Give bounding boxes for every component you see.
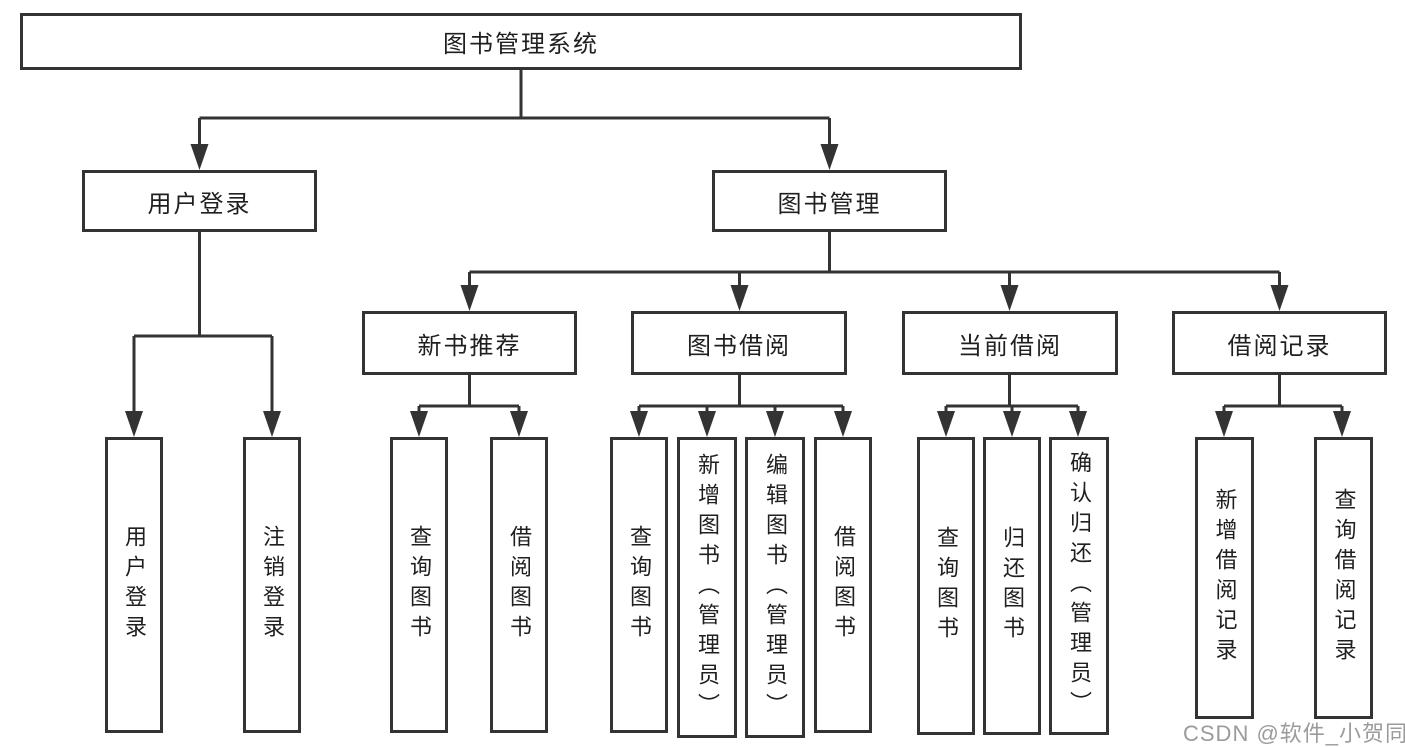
leaf-logout: 注销登录 (243, 437, 301, 733)
node-book-borrowing: 图书借阅 (631, 311, 847, 375)
csdn-watermark: CSDN @软件_小贺同学 (1183, 721, 1405, 746)
leaf-borrowing-edit-books-admin: 编辑图书（管理员） (745, 437, 805, 738)
leaf-borrowing-add-books-admin: 新增图书（管理员） (677, 437, 737, 738)
node-user-login: 用户登录 (82, 170, 317, 232)
leaf-current-confirm-return-admin: 确认归还（管理员） (1049, 437, 1109, 735)
leaf-current-return-books: 归还图书 (983, 437, 1041, 735)
leaf-newbook-query-books: 查询图书 (390, 437, 448, 733)
node-book-management: 图书管理 (712, 170, 947, 232)
leaf-records-query-record: 查询借阅记录 (1314, 437, 1373, 719)
node-new-book-recommend: 新书推荐 (362, 311, 577, 375)
leaf-borrowing-query-books: 查询图书 (610, 437, 668, 733)
node-system-root: 图书管理系统 (20, 13, 1022, 70)
leaf-records-add-record: 新增借阅记录 (1195, 437, 1254, 719)
node-current-borrowing: 当前借阅 (902, 311, 1118, 375)
leaf-current-query-books: 查询图书 (917, 437, 975, 735)
node-borrowing-records: 借阅记录 (1172, 311, 1387, 375)
leaf-user-login: 用户登录 (105, 437, 163, 733)
leaf-newbook-borrow-books: 借阅图书 (490, 437, 548, 733)
leaf-borrowing-borrow-books: 借阅图书 (814, 437, 872, 733)
